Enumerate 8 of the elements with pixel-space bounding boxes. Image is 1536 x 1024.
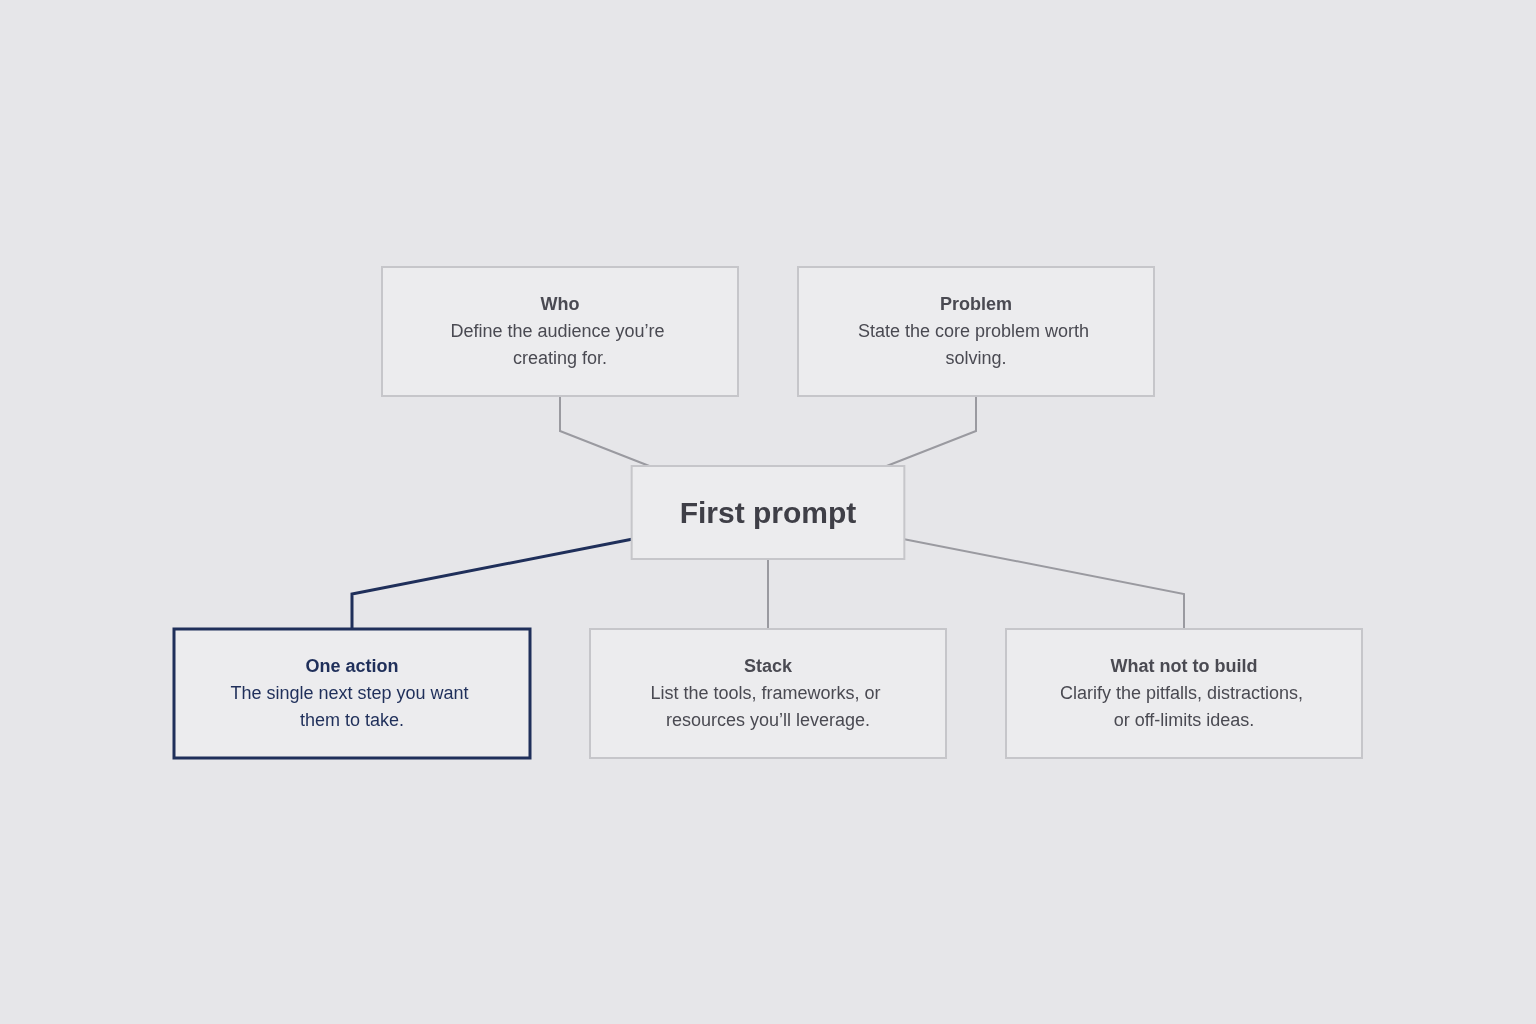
node-box: First prompt — [630, 464, 906, 560]
node-box: What not to build Clarify the pitfalls, distractions, or off-limits ideas. — [1005, 627, 1363, 759]
connector — [767, 557, 769, 630]
node-box: Problem State the core problem worth solving. — [797, 265, 1155, 397]
connector — [350, 537, 632, 629]
node-box: One action The single next step you want them to take. — [172, 627, 532, 759]
node-box: Stack List the tools, frameworks, or resources you’ll leverage. — [589, 627, 947, 759]
node-box: Who Define the audience you’re creating for. — [381, 265, 739, 397]
